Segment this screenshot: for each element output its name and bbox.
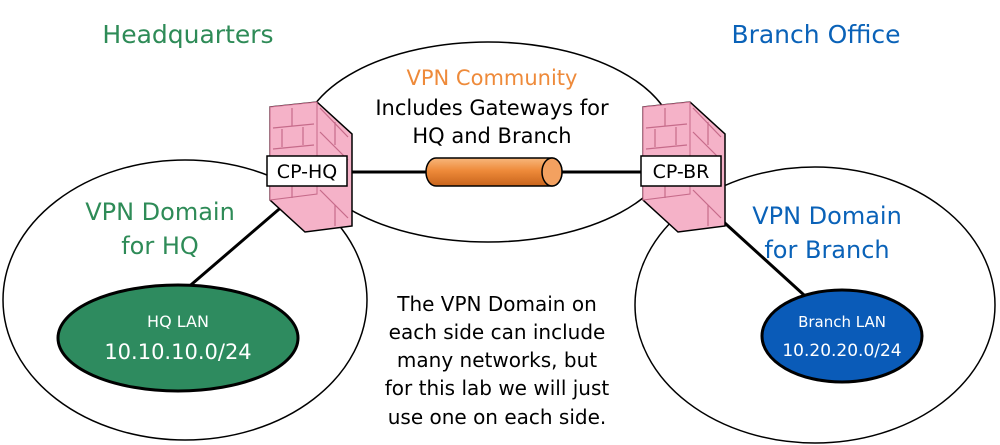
hq-lan-subnet: 10.10.10.0/24 [104,340,251,364]
community-title: VPN Community [407,66,578,90]
branch-site-title: Branch Office [731,20,900,49]
cp-br-label: CP-BR [653,161,710,183]
note-line1: The VPN Domain on [396,292,597,316]
br-domain-label-line1: VPN Domain [752,202,902,230]
vpn-tunnel-icon [425,157,563,187]
hq-site-title: Headquarters [102,20,273,49]
branch-lan-oval [760,288,924,384]
community-desc-line1: Includes Gateways for [375,96,609,120]
br-lan-subnet: 10.20.20.0/24 [782,341,901,361]
note-line3: many networks, but [397,348,597,372]
cp-br-firewall-icon [640,101,726,233]
hq-lan-oval [56,283,300,393]
note-line5: use one on each side. [388,405,607,429]
br-domain-label-line2: for Branch [764,236,889,264]
cp-hq-firewall-icon [266,101,353,233]
note-line2: each side can include [389,320,606,344]
br-lan-name: Branch LAN [798,313,886,331]
cp-hq-label: CP-HQ [277,161,337,183]
community-desc-line2: HQ and Branch [412,124,571,148]
hq-lan-link [177,196,293,298]
note-line4: for this lab we will just [385,376,610,400]
hq-lan-name: HQ LAN [147,312,209,331]
hq-domain-label-line1: VPN Domain [85,198,235,226]
branch-domain-ellipse [634,166,996,444]
hq-domain-ellipse [2,159,368,441]
hq-domain-label-line2: for HQ [121,232,199,260]
